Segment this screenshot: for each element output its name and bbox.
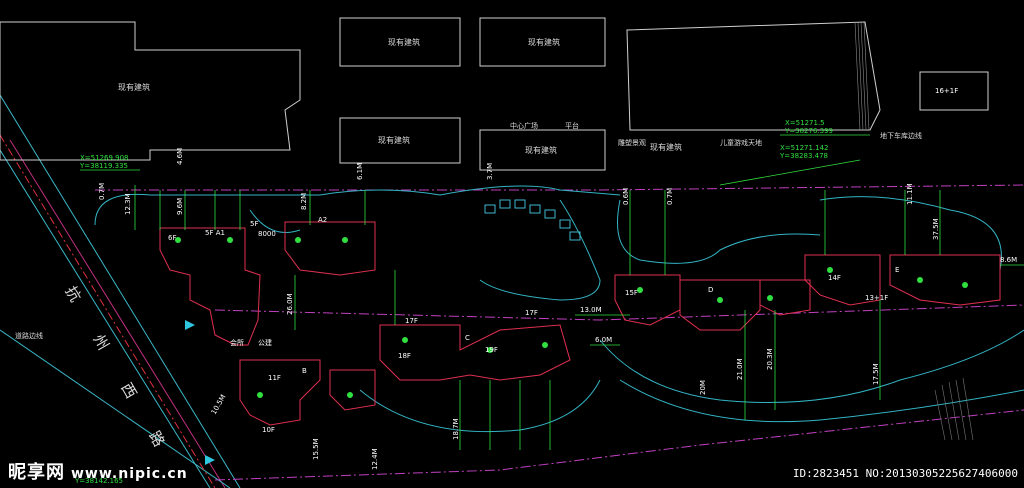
building-b-label: B	[302, 367, 307, 375]
coord-4-y: Y=38142.165	[74, 477, 123, 485]
dim-label-15: 20.3M	[766, 348, 774, 370]
basement-line-label: 地下车库边线	[880, 131, 922, 140]
coord-2-x: X=51271.5	[785, 119, 825, 127]
dim-label-9: 11.1M	[906, 183, 914, 205]
dim-label-5: 6.1M	[356, 163, 364, 180]
existing-building-label-3: 现有建筑	[378, 135, 410, 145]
dim-label-1: 4.6M	[176, 148, 184, 165]
existing-building-label-6: 现有建筑	[650, 142, 682, 152]
existing-buildings	[0, 17, 989, 171]
hatched-slope	[854, 21, 870, 131]
dim-label-21: 10.5M	[210, 393, 228, 416]
watermark-id: ID:2823451 NO:20130305225627406000	[792, 467, 1018, 480]
watermark-url: www.nipic.cn	[71, 466, 188, 482]
dim-label-3: 9.6M	[176, 198, 184, 215]
floor-15f-label: 15F	[625, 289, 638, 297]
dim-label-22: 12.4M	[371, 448, 379, 470]
existing-building-label-1: 现有建筑	[388, 37, 420, 47]
dim-label-11: 26.0M	[286, 293, 294, 315]
floor-18f-label: 18F	[398, 352, 411, 360]
dim-label-7: 0.6M	[622, 188, 630, 205]
coord-3-y: Y=38283.478	[779, 152, 828, 160]
road-name-label: 抗 州 西 路	[62, 283, 178, 465]
floor-5f-label: 5F	[250, 220, 258, 228]
dim-label-19: 15.5M	[312, 438, 320, 460]
floor-17f-label-2: 17F	[525, 309, 538, 317]
building-a2-label: A2	[318, 216, 327, 224]
coord-2-y: Y=38276.399	[784, 127, 833, 135]
property-line	[95, 184, 1024, 481]
building-c-label: C	[465, 334, 470, 342]
road-centerline	[0, 134, 216, 488]
public-building-label: 公建	[258, 338, 272, 347]
bottom-slope	[934, 377, 974, 441]
dim-label-14: 17.5M	[872, 363, 880, 385]
central-square-label: 中心广场	[510, 121, 538, 130]
kids-area-label: 儿童游戏天地	[720, 138, 762, 147]
building-a1-label: 5F A1	[205, 229, 225, 237]
platform-label: 平台	[565, 121, 579, 130]
dimension-lines	[134, 185, 1024, 450]
dim-label-13: 6.0M	[595, 336, 612, 344]
dim-label-8: 0.7M	[666, 188, 674, 205]
floor-16f-label: 16+1F	[935, 87, 958, 95]
coord-1-x: X=51269.908	[80, 154, 129, 162]
dim-label-18: 21.0M	[736, 358, 744, 380]
floor-17f-label-1: 17F	[405, 317, 418, 325]
dim-label-0: 0.7M	[98, 183, 106, 200]
floor-10f-label: 10F	[262, 426, 275, 434]
existing-building-label-2: 现有建筑	[528, 37, 560, 47]
sculpture-label: 雕塑景观	[618, 138, 646, 147]
floor-19f-label: 19F	[485, 346, 498, 354]
watermark: 昵享网 www.nipic.cn	[8, 458, 188, 484]
floor-6f-label: 6F	[168, 234, 176, 242]
dim-label-10: 37.5M	[932, 218, 940, 240]
dim-label-6: 3.7M	[486, 163, 494, 180]
clubhouse-label: 会所	[230, 338, 244, 347]
dim-label-17: 20M	[699, 380, 707, 395]
dim-label-16: 8.6M	[1000, 256, 1017, 264]
dim-label-23: 8000	[258, 230, 276, 238]
coord-1-y: Y=38119.335	[79, 162, 128, 170]
residential-buildings	[159, 221, 1001, 426]
road-side-label: 道路边线	[15, 331, 43, 340]
watermark-logo: 昵享网	[8, 462, 65, 483]
building-d-label: D	[708, 286, 713, 294]
building-e-label: E	[895, 266, 899, 274]
dim-label-2: 12.3M	[124, 193, 132, 215]
tree-markers	[175, 237, 968, 398]
dim-label-12: 13.0M	[580, 306, 602, 314]
dim-label-4: 8.2M	[300, 193, 308, 210]
existing-building-label-4: 现有建筑	[525, 145, 557, 155]
existing-building-label-5: 现有建筑	[118, 82, 150, 92]
coord-3-x: X=51271.142	[780, 144, 829, 152]
coordinate-leaders	[80, 134, 870, 186]
dim-label-20: 18.7M	[452, 418, 460, 440]
floor-14f-label: 14F	[828, 274, 841, 282]
floor-11f-label: 11F	[268, 374, 281, 382]
entry-arrow-marker	[205, 455, 215, 465]
floor-13f-label: 13+1F	[865, 294, 888, 302]
north-arrow-marker	[185, 320, 195, 330]
central-square	[484, 199, 581, 241]
